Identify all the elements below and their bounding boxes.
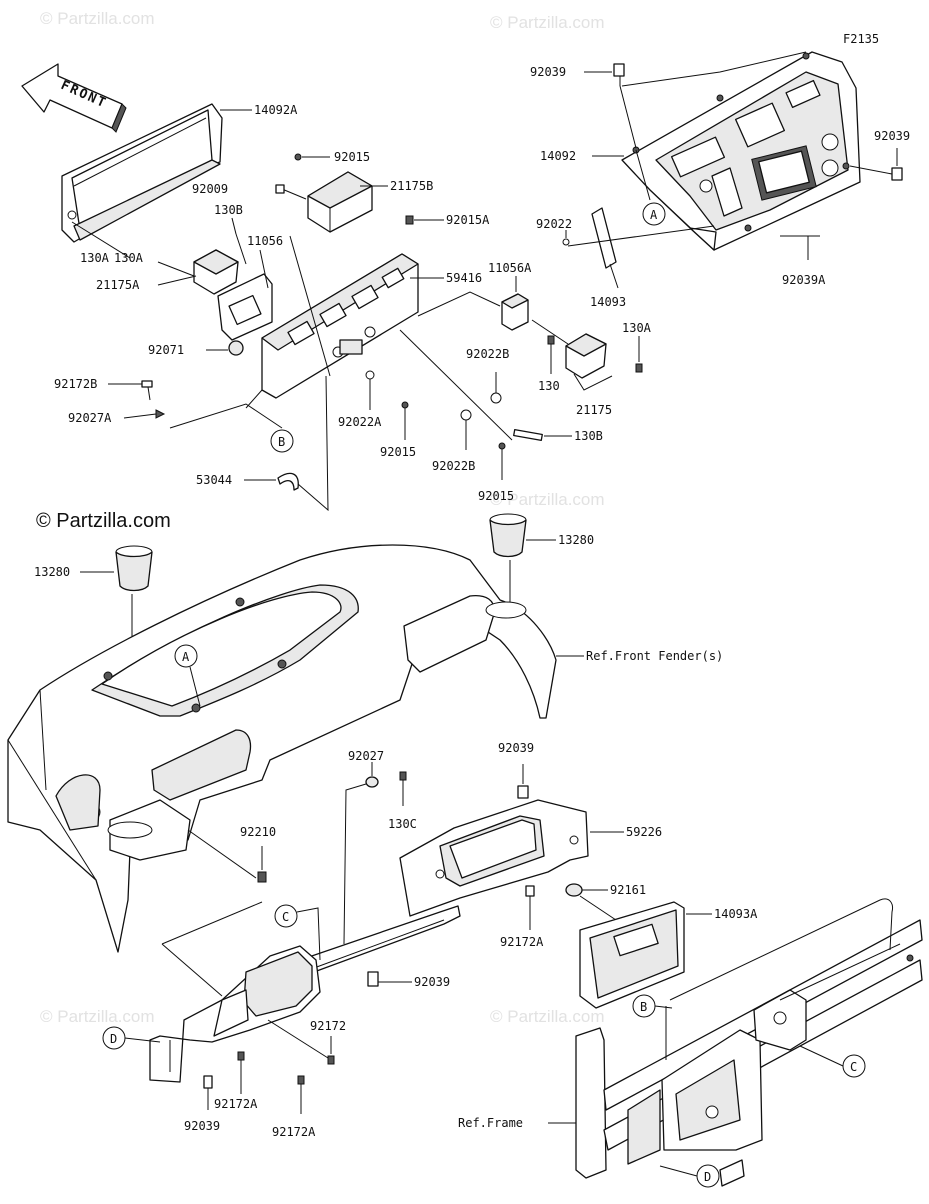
label-92039: 92039 bbox=[184, 1119, 220, 1133]
callout-C: C bbox=[282, 910, 289, 924]
label-59226: 59226 bbox=[626, 825, 662, 839]
callout-A: A bbox=[650, 208, 658, 222]
label-92172A: 92172A bbox=[500, 935, 544, 949]
part-clip-53044 bbox=[277, 472, 299, 491]
label-21175: 21175 bbox=[576, 403, 612, 417]
copyright-text: © Partzilla.com bbox=[36, 510, 171, 532]
label-92172A: 92172A bbox=[272, 1125, 316, 1139]
part-cupholder-13280-left bbox=[115, 545, 153, 592]
callout-A: A bbox=[182, 650, 190, 664]
watermark-text: © Partzilla.com bbox=[490, 490, 605, 509]
label-92039: 92039 bbox=[498, 741, 534, 755]
label-92015: 92015 bbox=[380, 445, 416, 459]
label-92039: 92039 bbox=[874, 129, 910, 143]
callout-B: B bbox=[640, 1000, 647, 1014]
label-130B: 130B bbox=[574, 429, 603, 443]
label-130A: 130A bbox=[622, 321, 652, 335]
label-92015: 92015 bbox=[334, 150, 370, 164]
label-92009: 92009 bbox=[192, 182, 228, 196]
label-92022: 92022 bbox=[536, 217, 572, 231]
label-13280: 13280 bbox=[558, 533, 594, 547]
part-frame bbox=[575, 898, 923, 1187]
label-92071: 92071 bbox=[148, 343, 184, 357]
part-dashboard-main bbox=[7, 544, 557, 953]
part-lower-left-cover bbox=[149, 945, 321, 1083]
callout-C: C bbox=[850, 1060, 857, 1074]
label-92172B: 92172B bbox=[54, 377, 97, 391]
label-11056: 11056 bbox=[247, 234, 283, 248]
part-lower-bracket bbox=[299, 905, 461, 973]
label-92161: 92161 bbox=[610, 883, 646, 897]
label-92210: 92210 bbox=[240, 825, 276, 839]
label-92172A: 92172A bbox=[214, 1097, 258, 1111]
part-relay-21175A bbox=[193, 249, 239, 295]
part-strip-14093 bbox=[591, 207, 617, 269]
label-92039: 92039 bbox=[530, 65, 566, 79]
figure-code: F2135 bbox=[843, 32, 879, 46]
label-130C: 130C bbox=[388, 817, 417, 831]
label-14092A: 14092A bbox=[254, 103, 298, 117]
label-14093: 14093 bbox=[590, 295, 626, 309]
part-cupholder-13280-right bbox=[489, 513, 527, 558]
label-21175A: 21175A bbox=[96, 278, 140, 292]
label-92039A: 92039A bbox=[782, 273, 826, 287]
label-130A: 130A bbox=[80, 251, 110, 265]
callout-B: B bbox=[278, 435, 285, 449]
part-cover-14093A bbox=[579, 901, 685, 1009]
label-92022B: 92022B bbox=[466, 347, 509, 361]
watermark-text: © Partzilla.com bbox=[490, 13, 605, 32]
part-relay-21175 bbox=[565, 333, 607, 379]
part-relay-21175B bbox=[307, 171, 373, 233]
watermark-text: © Partzilla.com bbox=[490, 1007, 605, 1026]
label-130: 130 bbox=[538, 379, 560, 393]
label-92022B: 92022B bbox=[432, 459, 475, 473]
label-59416: 59416 bbox=[446, 271, 482, 285]
part-bracket-59226 bbox=[399, 799, 589, 917]
label-ref-frame: Ref.Frame bbox=[458, 1116, 523, 1130]
front-arrow: FRONT bbox=[21, 63, 127, 133]
label-92172: 92172 bbox=[310, 1019, 346, 1033]
label-14093A: 14093A bbox=[714, 907, 758, 921]
label-92027: 92027 bbox=[348, 749, 384, 763]
part-dash-panel-14092 bbox=[621, 51, 861, 251]
label-14092: 14092 bbox=[540, 149, 576, 163]
callout-D: D bbox=[110, 1032, 117, 1046]
watermark-text: © Partzilla.com bbox=[40, 9, 155, 28]
label-130A: 130A bbox=[114, 251, 144, 265]
label-92015: 92015 bbox=[478, 489, 514, 503]
watermarks: © Partzilla.com © Partzilla.com © Partzi… bbox=[40, 9, 605, 1026]
part-bracket-11056A bbox=[501, 293, 529, 331]
part-bracket-11056 bbox=[217, 273, 273, 341]
watermark-text: © Partzilla.com bbox=[40, 1007, 155, 1026]
label-53044: 53044 bbox=[196, 473, 232, 487]
label-92015A: 92015A bbox=[446, 213, 490, 227]
label-11056A: 11056A bbox=[488, 261, 532, 275]
label-92039: 92039 bbox=[414, 975, 450, 989]
label-13280: 13280 bbox=[34, 565, 70, 579]
label-92027A: 92027A bbox=[68, 411, 112, 425]
callout-D: D bbox=[704, 1170, 711, 1184]
part-cover-14092A bbox=[61, 103, 223, 243]
label-ref-front-fender: Ref.Front Fender(s) bbox=[586, 649, 723, 663]
label-92022A: 92022A bbox=[338, 415, 382, 429]
label-21175B: 21175B bbox=[390, 179, 433, 193]
part-meter-59416 bbox=[245, 253, 419, 409]
label-130B: 130B bbox=[214, 203, 243, 217]
